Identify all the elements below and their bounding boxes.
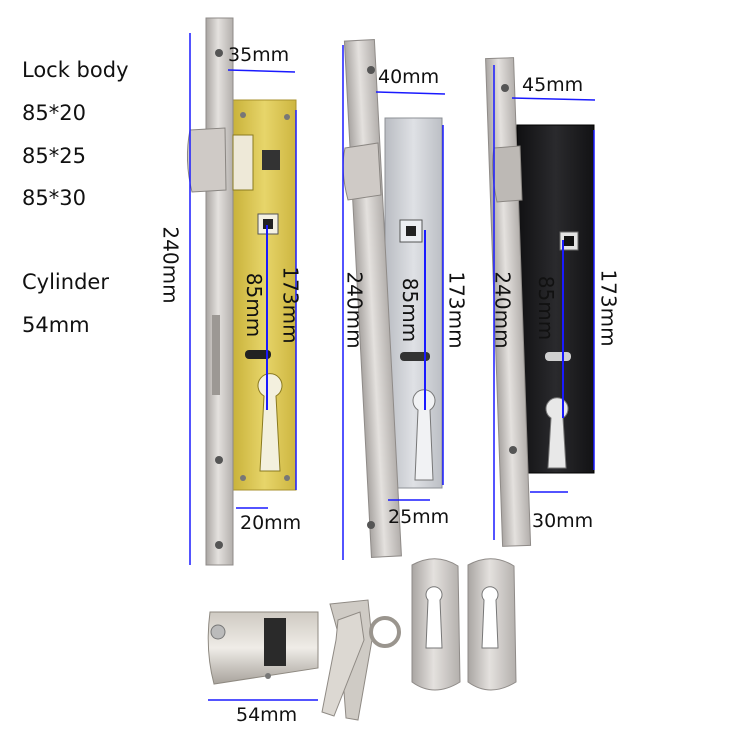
cylinder-length-label: 54mm	[236, 704, 298, 726]
lock-size-2: 85*25	[22, 144, 86, 168]
lock-body-black	[485, 57, 596, 547]
silver-height-label: 240mm	[342, 271, 367, 349]
lock-case-silver	[384, 117, 443, 489]
gold-width-label: 35mm	[228, 44, 290, 66]
lock-body-label: Lock body	[22, 58, 129, 82]
black-center-label: 85mm	[534, 275, 559, 341]
silver-width-label: 40mm	[378, 66, 440, 88]
lock-body-gold	[186, 17, 297, 566]
faceplate-gold	[205, 17, 234, 566]
gold-backset-label: 20mm	[240, 512, 302, 534]
lock-size-3: 85*30	[22, 186, 86, 210]
black-height-label: 240mm	[490, 271, 515, 349]
black-plate-height-label: 173mm	[596, 269, 621, 347]
black-backset-label: 30mm	[532, 510, 594, 532]
silver-backset-label: 25mm	[388, 506, 450, 528]
gold-center-label: 85mm	[242, 272, 267, 338]
gold-plate-height-label: 173mm	[278, 266, 303, 344]
lock-size-1: 85*20	[22, 101, 86, 125]
black-width-label: 45mm	[522, 74, 584, 96]
lock-cylinder	[207, 611, 319, 701]
silver-center-label: 85mm	[398, 277, 423, 343]
silver-plate-height-label: 173mm	[444, 271, 469, 349]
gold-height-label: 240mm	[158, 226, 183, 304]
lock-body-silver	[342, 39, 446, 560]
keys	[321, 599, 401, 721]
strike-plates	[411, 558, 517, 691]
cylinder-size: 54mm	[22, 313, 90, 337]
cylinder-label: Cylinder	[22, 270, 109, 294]
